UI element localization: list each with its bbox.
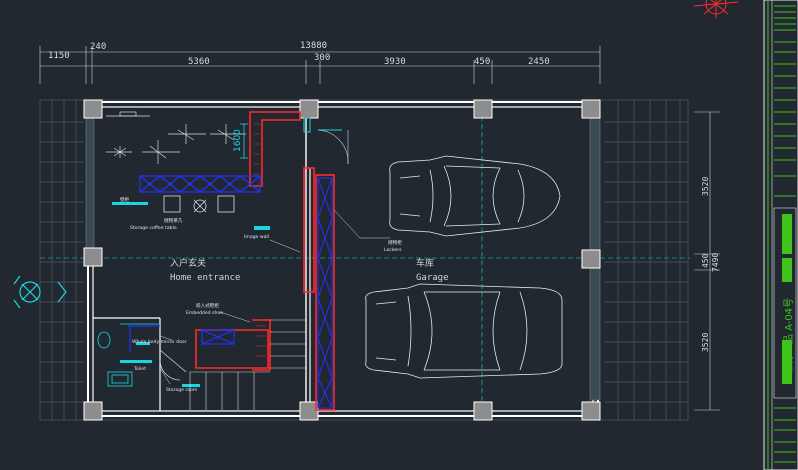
- car-top: [389, 155, 561, 237]
- coffee-table-set: [163, 195, 235, 213]
- car-bottom: [365, 283, 563, 379]
- dim-right-lower: 3520: [701, 333, 710, 352]
- dim-seg-5: 2450: [528, 57, 550, 67]
- cyan-tags: [112, 202, 270, 387]
- dim-overall: 13880: [300, 41, 327, 51]
- room-entrance-cn: 入户玄关: [170, 257, 206, 269]
- room-garage-cn: 车库: [416, 257, 434, 269]
- dim-right-upper: 3520: [701, 177, 710, 196]
- label-image-wall: Image wall: [244, 234, 269, 240]
- coat-hangers: [106, 111, 246, 164]
- leader-lines: [159, 209, 390, 385]
- walls: [87, 101, 599, 417]
- cabinet-hatch: [254, 123, 266, 357]
- toilet-area: [97, 323, 187, 387]
- label-lockers-cn: 储物柜: [388, 239, 402, 246]
- dim-right-total: 7490: [711, 253, 720, 272]
- room-entrance-en: Home entrance: [170, 273, 240, 283]
- stair-height: 1600: [233, 129, 243, 152]
- dim-seg-2: 300: [314, 53, 330, 63]
- stair-mark: [240, 123, 248, 159]
- dim-top-left-b: 240: [90, 42, 106, 52]
- columns: [83, 99, 601, 421]
- stairs: [189, 319, 306, 410]
- paving-grid: [39, 99, 689, 421]
- title-block-project: 江苏一品 A-04号: [782, 298, 795, 374]
- entrance-door: [303, 117, 349, 165]
- dim-top-left-a: 1150: [48, 51, 70, 61]
- label-embedded-en: Embedded shoe: [186, 310, 223, 316]
- toilet-partition: [128, 325, 160, 352]
- lockers-blue: [317, 177, 333, 409]
- label-coffee-cn: 储物茶几: [164, 217, 183, 224]
- title-block: [763, 0, 798, 470]
- dim-seg-1: 5360: [188, 57, 210, 67]
- dim-seg-4: 450: [474, 57, 490, 67]
- left-wall-strip: [85, 117, 95, 249]
- dim-right-mid: 450: [701, 253, 710, 268]
- right-dimensions: [694, 111, 720, 411]
- label-storage-room: Storage room: [166, 387, 198, 393]
- label-top-cabinet: 壁柜: [120, 196, 130, 203]
- room-garage-en: Garage: [416, 273, 449, 283]
- label-lockers-en: Lockers: [384, 247, 402, 253]
- compass-icon: [693, 0, 739, 18]
- cabinets-red: [195, 111, 335, 411]
- axis-lines: [40, 100, 690, 420]
- top-dimensions: [39, 46, 601, 84]
- label-embedded-cn: 嵌入式鞋柜: [196, 302, 219, 309]
- dim-seg-3: 3930: [384, 57, 406, 67]
- sofa-cabinet-blue: [139, 175, 261, 345]
- label-toilet: Toilet: [133, 366, 146, 372]
- label-coffee-en: Storage coffee table: [130, 225, 177, 231]
- label-mirror-door: Whole body mirror door: [132, 339, 187, 345]
- entry-symbol-icon: [13, 275, 67, 309]
